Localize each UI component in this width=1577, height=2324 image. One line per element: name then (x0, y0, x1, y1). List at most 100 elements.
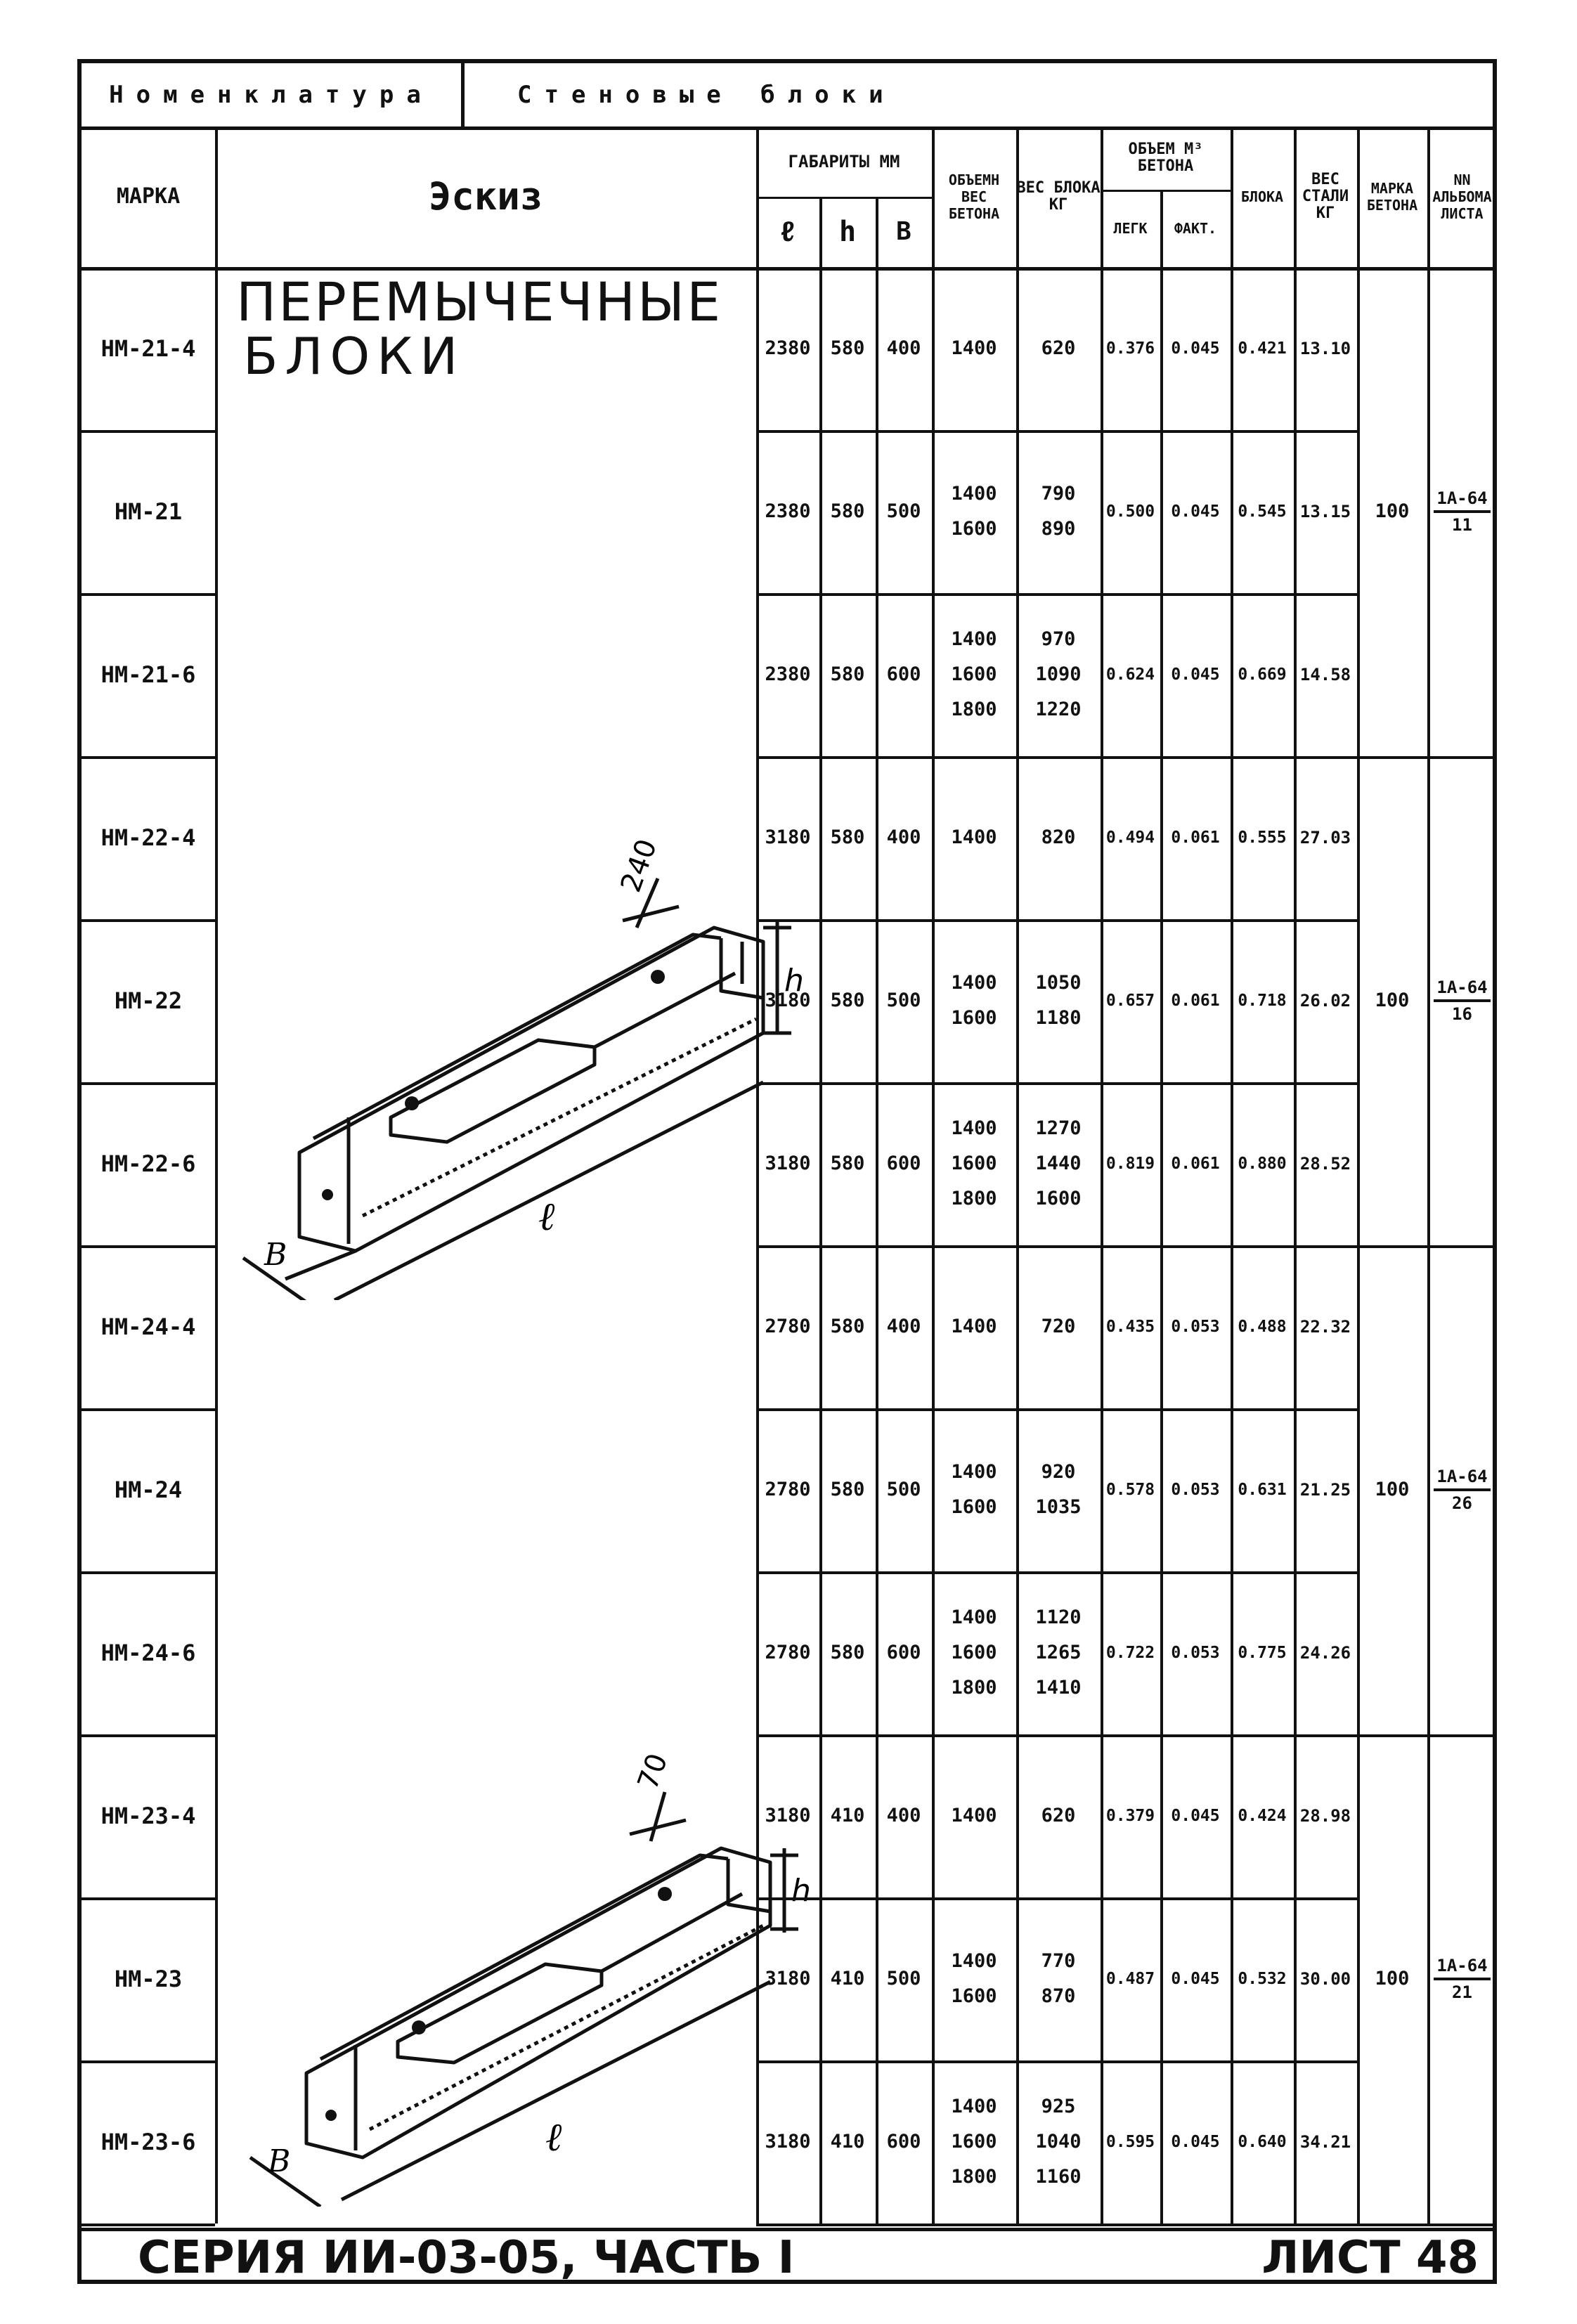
col-divider (932, 126, 935, 2224)
row-line (82, 1245, 215, 1248)
cell-vol-weight-value: 1600 (951, 518, 997, 540)
col-concrete-grade: МАРКА БЕТОНА (1366, 180, 1418, 214)
cell-vol-weight-value: 1400 (951, 628, 997, 650)
cell-vol-weight-value: 1400 (951, 2096, 997, 2117)
col-divider (819, 197, 822, 2224)
cell-h: 580 (830, 663, 865, 685)
cell-vol-weight-value: 1600 (951, 2131, 997, 2153)
cell-l: 2380 (765, 663, 811, 685)
cell-legk: 0.657 (1105, 992, 1155, 1010)
col-l: ℓ (779, 216, 796, 248)
row-line (756, 1245, 1497, 1248)
cell-b: 500 (886, 1479, 921, 1500)
row-mark: НМ-21-6 (100, 661, 196, 688)
dim-h-1: h (784, 963, 804, 999)
row-mark: НМ-22 (114, 987, 183, 1014)
cell-vol-weight-value: 1800 (951, 1677, 997, 1699)
cell-l: 3180 (765, 1805, 811, 1826)
cell-h: 580 (830, 1153, 865, 1174)
cell-steel: 26.02 (1299, 991, 1351, 1011)
cell-l: 2380 (765, 500, 811, 522)
cell-block-weight-value: 1600 (1035, 1188, 1082, 1209)
row-line (82, 430, 215, 433)
col-divider (215, 126, 218, 2224)
cell-legk: 0.595 (1105, 2133, 1155, 2151)
cell-h: 580 (830, 826, 865, 848)
row-line (756, 1082, 1357, 1085)
cell-blok: 0.718 (1238, 992, 1287, 1010)
cell-fakt: 0.045 (1171, 502, 1220, 521)
cell-fakt: 0.053 (1171, 1644, 1220, 1662)
row-mark: НМ-22-4 (100, 824, 196, 851)
col-volume: ОБЪЕМ М³ БЕТОНА (1128, 141, 1203, 175)
row-line (756, 1571, 1357, 1574)
cell-legk: 0.376 (1105, 339, 1155, 358)
row-mark: НМ-24-4 (100, 1313, 196, 1340)
cell-concrete-grade: 100 (1375, 1479, 1410, 1500)
album-sheet: 21 (1452, 1982, 1472, 2002)
cell-block-weight: 720 (1016, 1245, 1101, 1408)
lintel-block-sketch-2: 70 h ℓ В (249, 1750, 811, 2207)
cell-block-weight-value: 1090 (1035, 663, 1082, 685)
cell-vol-weight-value: 1800 (951, 1188, 997, 1209)
cell-vol-weight-value: 1400 (951, 1950, 997, 1972)
hdr-sub-line-1 (756, 197, 932, 199)
cell-steel: 24.26 (1299, 1643, 1351, 1663)
row-mark: НМ-23-6 (100, 2129, 196, 2155)
row-line (756, 919, 1357, 922)
cell-l: 3180 (765, 2131, 811, 2153)
row-line (756, 756, 1497, 759)
cell-fakt: 0.061 (1171, 829, 1220, 847)
cell-block-weight-value: 870 (1041, 1985, 1076, 2007)
cell-fakt: 0.045 (1171, 666, 1220, 684)
title-divider (461, 63, 465, 126)
row-line (82, 1897, 215, 1900)
cell-fakt: 0.061 (1171, 1155, 1220, 1173)
cell-b: 400 (886, 1316, 921, 1337)
cell-fakt: 0.045 (1171, 1807, 1220, 1825)
cell-b: 500 (886, 989, 921, 1011)
cell-steel: 21.25 (1299, 1480, 1351, 1500)
col-h: h (838, 216, 857, 248)
col-legk: ЛЕГК (1113, 220, 1148, 237)
footer-top-line (82, 2228, 1493, 2231)
col-album: NN АЛЬБОМА ЛИСТА (1432, 171, 1492, 222)
col-divider (1160, 190, 1163, 2224)
row-line (756, 1408, 1357, 1411)
series-label: СЕРИЯ ИИ-03-05, ЧАСТЬ I (138, 2232, 795, 2284)
cell-block-weight-value: 1035 (1035, 1496, 1082, 1518)
cell-block-weight: 820 (1016, 756, 1101, 919)
cell-block-weight-value: 790 (1041, 483, 1076, 505)
cell-b: 600 (886, 2131, 921, 2153)
cell-b: 600 (886, 1153, 921, 1174)
cell-l: 2780 (765, 1316, 811, 1337)
cell-vol-weight: 1400 (932, 1734, 1016, 1897)
cell-steel: 14.58 (1299, 665, 1351, 684)
row-line (82, 1082, 215, 1085)
cell-vol-weight-value: 1400 (951, 826, 997, 848)
cell-h: 410 (830, 1805, 865, 1826)
cell-vol-weight: 1400 (932, 267, 1016, 430)
cell-vol-weight-value: 1400 (951, 1805, 997, 1826)
cell-h: 580 (830, 1642, 865, 1663)
cell-block-weight-value: 820 (1041, 826, 1076, 848)
cell-steel: 27.03 (1299, 828, 1351, 848)
row-line (82, 1571, 215, 1574)
dim-b-1: В (264, 1237, 287, 1273)
cell-h: 580 (830, 500, 865, 522)
cell-vol-weight-value: 1400 (951, 1117, 997, 1139)
row-line (756, 2060, 1357, 2063)
cell-block-weight-value: 1265 (1035, 1642, 1082, 1663)
cell-vol-weight-value: 1800 (951, 2166, 997, 2188)
sheet-number: ЛИСТ 48 (1261, 2232, 1479, 2284)
cell-blok: 0.631 (1238, 1481, 1287, 1499)
cell-b: 500 (886, 1968, 921, 1989)
row-line (82, 2060, 215, 2063)
cell-vol-weight-value: 1400 (951, 337, 997, 359)
row-mark: НМ-23 (114, 1966, 183, 1992)
cell-block-weight-value: 970 (1041, 628, 1076, 650)
